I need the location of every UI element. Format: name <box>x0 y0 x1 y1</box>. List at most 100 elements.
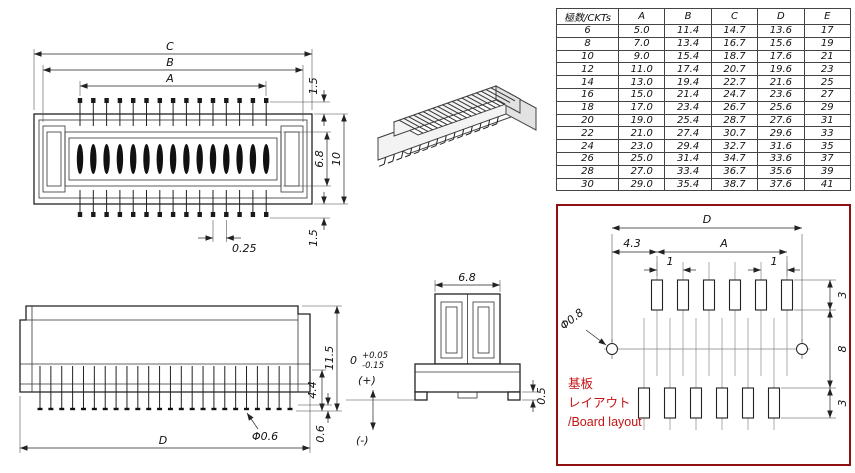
table-cell: 26 <box>556 151 619 166</box>
table-cell: 37.6 <box>757 177 805 192</box>
table-cell: 34.7 <box>710 151 759 166</box>
end-view-drawing: 6.8 0.5 0 +0.05 -0.15 (+) (-) <box>346 271 548 447</box>
table-cell: 21.0 <box>617 126 666 141</box>
dim-label-b: B <box>166 56 174 69</box>
table-cell: 30 <box>556 177 619 192</box>
table-cell: 23.6 <box>757 87 805 102</box>
table-cell: 27.0 <box>617 164 666 179</box>
board-layout-box: D 4.3 A 1 1 3 <box>556 204 851 466</box>
table-cell: 30.7 <box>710 126 759 141</box>
table-cell: 17.0 <box>617 100 666 115</box>
locating-hole-right <box>796 343 808 355</box>
isometric-view-drawing <box>376 85 538 167</box>
column-header: B <box>664 8 712 25</box>
dim-label-lead-dia: Φ0.6 <box>252 430 278 443</box>
dim-label-a: A <box>719 237 728 250</box>
table-cell: 17 <box>803 24 852 38</box>
table-cell: 29 <box>803 100 852 115</box>
table-cell: 20.7 <box>710 62 759 77</box>
dim-label-pitch-left: 1 <box>667 255 674 268</box>
dim-label-body-width: 10 <box>330 152 343 166</box>
end-view-dimensions: 6.8 0.5 0 +0.05 -0.15 (+) (-) <box>346 271 548 447</box>
table-cell: 15.6 <box>757 36 805 51</box>
table-cell: 22.7 <box>710 75 759 89</box>
tolerance-minus: -0.15 <box>362 361 384 371</box>
table-cell: 35.4 <box>664 177 712 192</box>
column-header: E <box>803 8 852 25</box>
table-cell: 9.0 <box>617 49 666 64</box>
tolerance-plus: +0.05 <box>362 351 388 361</box>
table-cell: 6 <box>556 24 619 38</box>
table-cell: 23 <box>803 62 852 77</box>
table-cell: 17.4 <box>664 62 712 77</box>
table-cell: 10 <box>556 49 619 64</box>
table-cell: 18.7 <box>710 49 759 64</box>
dim-label-foot: 0.5 <box>535 387 548 405</box>
table-cell: 17.6 <box>757 49 805 64</box>
table-cell: 31 <box>803 113 852 128</box>
table-cell: 26.7 <box>710 100 759 115</box>
table-cell: 13.0 <box>617 75 666 89</box>
table-cell: 35 <box>803 139 852 153</box>
isometric-connector <box>376 85 538 167</box>
board-layout-caption: 基板 レイアウト /Board layout <box>568 377 642 429</box>
dim-label-c: C <box>166 40 174 53</box>
top-view-drawing: C B A 1.5 6.8 10 1.5 <box>33 40 348 255</box>
table-cell: 15.0 <box>617 87 666 102</box>
table-cell: 23.0 <box>617 139 666 153</box>
table-cell: 24 <box>556 139 619 153</box>
dim-label-pin-top: 1.5 <box>307 77 320 95</box>
table-cell: 8 <box>556 36 619 51</box>
dim-label-foot: 0.6 <box>314 425 327 443</box>
table-cell: 29.0 <box>617 177 666 192</box>
table-cell: 21.6 <box>757 75 805 89</box>
isometric-contact-slots <box>398 87 516 134</box>
column-header: D <box>757 8 805 25</box>
caption-line-1: 基板 <box>568 377 594 391</box>
table-cell: 33.4 <box>664 164 712 179</box>
table-cell: 33 <box>803 126 852 141</box>
dim-label-edge: 4.3 <box>623 237 641 250</box>
table-cell: 19.6 <box>757 62 805 77</box>
side-view-leads <box>37 366 293 411</box>
table-cell: 39 <box>803 164 852 179</box>
top-view-pins <box>76 98 270 217</box>
isometric-pins <box>378 116 499 167</box>
table-cell: 27.6 <box>757 113 805 128</box>
top-view-dimensions: C B A 1.5 6.8 10 1.5 <box>33 40 348 255</box>
dim-label-a: A <box>165 72 174 85</box>
column-header: A <box>617 8 666 25</box>
caption-line-2: レイアウト <box>568 396 631 410</box>
table-cell: 25 <box>803 75 852 89</box>
dim-label-base-height: 4.4 <box>306 381 319 399</box>
table-cell: 27.4 <box>664 126 712 141</box>
table-cell: 16 <box>556 87 619 102</box>
caption-line-3: /Board layout <box>568 415 642 429</box>
table-cell: 41 <box>803 177 852 192</box>
table-cell: 27 <box>803 87 852 102</box>
end-view-body <box>414 293 521 401</box>
dim-label-pitch: 0.25 <box>232 242 257 255</box>
dim-label-hole: Φ0.8 <box>558 306 587 332</box>
dim-label-d: D <box>159 434 167 447</box>
table-cell: 31.4 <box>664 151 712 166</box>
table-cell: 7.0 <box>617 36 666 51</box>
tolerance-base: 0 <box>350 354 357 367</box>
table-cell: 18 <box>556 100 619 115</box>
table-cell: 21 <box>803 49 852 64</box>
dim-label-row-gap: 8 <box>836 346 849 353</box>
table-cell: 29.4 <box>664 139 712 153</box>
table-cell: 13.4 <box>664 36 712 51</box>
dim-label-height: 11.5 <box>323 346 336 371</box>
table-cell: 19 <box>803 36 852 51</box>
